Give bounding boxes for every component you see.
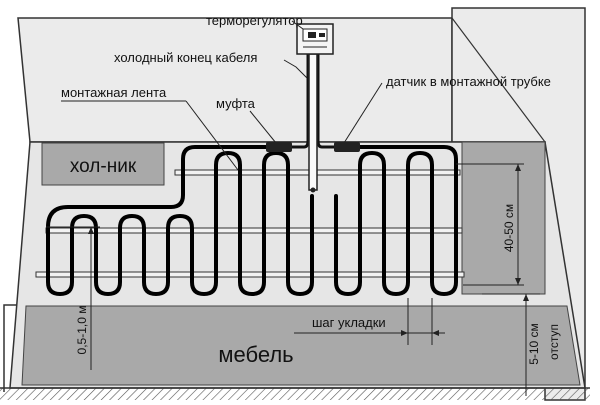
thermostat-label: терморегулятор	[206, 13, 303, 28]
fridge-zone: хол-ник	[41, 142, 165, 186]
heating-cable	[46, 145, 458, 296]
offset-word-label: отступ	[547, 324, 561, 360]
mounting-tape-label: монтажная лента	[61, 85, 167, 100]
mounting-tape	[35, 271, 465, 278]
laying-step-label: шаг укладки	[312, 315, 386, 330]
sensor-mounting-tube	[308, 53, 318, 191]
sensor-label: датчик в монтажной трубке	[386, 74, 551, 89]
offset-dimension: 5-10 см отступ	[482, 293, 561, 396]
offset-label: 5-10 см	[527, 323, 541, 365]
coupling-icon	[266, 142, 292, 152]
wall-offset-zone	[461, 141, 546, 295]
cold-end-label: холодный конец кабеля	[114, 50, 257, 65]
furniture-zone: мебель	[21, 305, 581, 386]
coupling-label: муфта	[216, 96, 256, 111]
sensor-tip	[310, 187, 316, 193]
laying-step-dimension: шаг укладки	[294, 298, 445, 345]
wall-offset-label: 0,5-1,0 м	[75, 306, 89, 355]
mounting-tape	[45, 227, 463, 234]
top-annotations: терморегулятор холодный конец кабеля дат…	[61, 13, 551, 171]
furniture-label: мебель	[218, 342, 293, 367]
fridge-label: хол-ник	[70, 156, 137, 177]
cold-ends	[292, 54, 334, 149]
floor-hatch	[0, 388, 590, 400]
wall-offset-dimension: 0,5-1,0 м	[46, 226, 100, 370]
tape-spacing-dimension: 40-50 см	[456, 163, 524, 286]
tape-spacing-label: 40-50 см	[502, 204, 516, 252]
coupling-icon	[334, 142, 360, 152]
